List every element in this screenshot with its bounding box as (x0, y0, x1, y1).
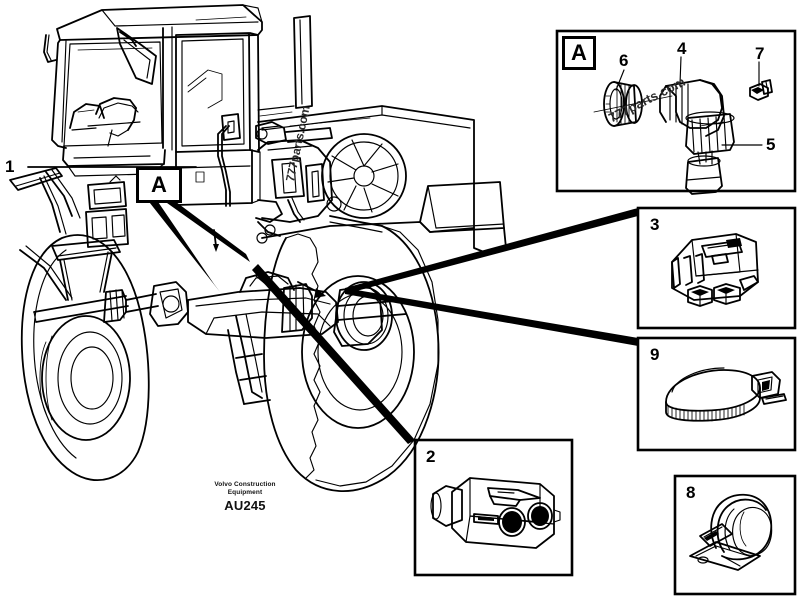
detail-box-a-frame (555, 29, 797, 193)
detail-box-8-contents (689, 493, 773, 571)
box-leader-lines (252, 208, 638, 444)
detail-box-9-frame (636, 336, 797, 452)
footer-line-2: Equipment (227, 489, 263, 497)
machine-front-frame (9, 167, 129, 301)
detail-tag-a-pointers (146, 196, 326, 298)
detail-box-a-tab: A (562, 36, 596, 70)
footer-line-1: Volvo Construction (214, 481, 276, 488)
detail-box-9-contents (665, 367, 787, 422)
detail-box-3-frame (636, 206, 797, 330)
detail-box-a-contents (593, 56, 773, 195)
callout-number-1: 1 (5, 157, 15, 176)
machine-wheels (20, 225, 440, 493)
detail-item-number-6: 6 (619, 51, 629, 70)
detail-box-a-letter: A (571, 40, 587, 65)
footer-imprint: Volvo Construction Equipment AU245 (190, 481, 300, 513)
detail-item-number-4: 4 (677, 39, 687, 58)
detail-item-number-5: 5 (766, 135, 776, 154)
detail-tag-a-on-machine[interactable]: A (136, 167, 182, 203)
detail-box-number-9: 9 (650, 345, 660, 364)
detail-box-number-3: 3 (650, 215, 660, 234)
machine-engine-hood (255, 15, 507, 253)
detail-item-number-7: 7 (755, 44, 765, 63)
detail-tag-a-letter: A (151, 172, 167, 197)
detail-box-8-frame (673, 474, 797, 596)
detail-box-2-contents (430, 477, 561, 549)
detail-box-number-2: 2 (426, 447, 436, 466)
machine-driveshaft-axle (33, 271, 407, 405)
detail-box-3-contents (671, 233, 759, 307)
detail-box-2-frame (413, 438, 574, 577)
detail-box-number-8: 8 (686, 483, 696, 502)
footer-code: AU245 (224, 498, 266, 514)
